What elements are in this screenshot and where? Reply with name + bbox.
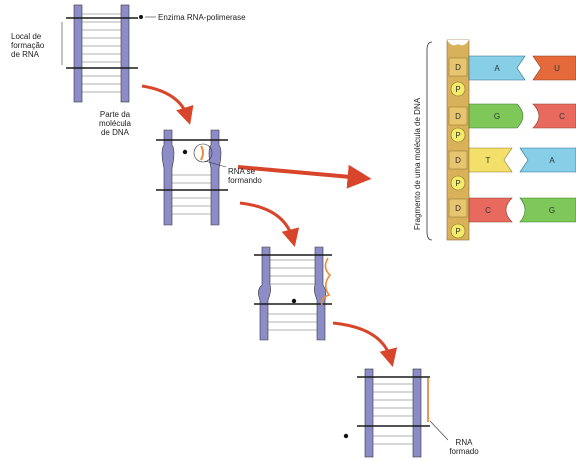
base-t (469, 148, 512, 172)
dna-strand-left (162, 130, 174, 225)
rna-polymerase-dot (139, 15, 143, 19)
backbone-phosphate: P (451, 176, 465, 190)
backbone-sugar: D (449, 151, 467, 169)
svg-text:P: P (455, 179, 460, 188)
svg-text:U: U (554, 64, 560, 73)
dna-strand-right (413, 369, 421, 457)
svg-text:A: A (494, 64, 500, 73)
rna-strand (201, 146, 203, 160)
base-pair-3: T A (469, 148, 576, 172)
dna-part-label-line: Parte da (85, 110, 145, 119)
base-c (533, 104, 576, 128)
dna-segment-4 (344, 369, 448, 457)
rna-formed-label: RNA formado (444, 438, 484, 456)
fragment-label: Fragmento de uma molécula de DNA (413, 98, 422, 230)
dna-fragment: D P D P D P D P (427, 40, 576, 240)
rna-polymerase-dot (292, 299, 296, 303)
dna-strand-left (365, 369, 373, 457)
svg-text:P: P (455, 227, 460, 236)
dna-part-label: Parte da molécula de DNA (85, 110, 145, 137)
rna-site-label: Local de formação de RNA (11, 32, 44, 59)
svg-text:D: D (455, 112, 461, 121)
dna-segment-3 (254, 247, 332, 340)
backbone-phosphate: P (451, 82, 465, 96)
rna-site-label-line: Local de (11, 32, 44, 41)
rna-forming-label-line: formando (228, 176, 262, 185)
dna-strand-left (74, 5, 82, 102)
flow-arrow (240, 203, 293, 240)
dna-strand-left (258, 247, 270, 340)
dna-part-label-line: de DNA (85, 128, 145, 137)
svg-text:C: C (485, 206, 491, 215)
enzyme-label: Enzima RNA-polimerase (158, 13, 246, 22)
rna-polymerase-dot (183, 150, 187, 154)
svg-text:D: D (455, 156, 461, 165)
base-pair-4: C G (469, 198, 576, 222)
svg-text:P: P (455, 131, 460, 140)
svg-text:D: D (455, 204, 461, 213)
dna-part-label-line: molécula (85, 119, 145, 128)
rna-formed-label-line: formado (444, 447, 484, 456)
backbone-sugar: D (449, 58, 467, 76)
flow-arrow (142, 86, 188, 118)
base-pair-2: G C (469, 104, 576, 128)
flow-arrow (333, 323, 391, 360)
dna-strand-right (314, 247, 325, 340)
rna-site-label-line: de RNA (11, 50, 44, 59)
dna-strand-right (209, 130, 221, 225)
svg-text:P: P (455, 85, 460, 94)
backbone-sugar: D (449, 199, 467, 217)
rna-forming-label-line: RNA se (228, 167, 262, 176)
rna-polymerase-dot (344, 434, 348, 438)
svg-text:T: T (486, 156, 491, 165)
svg-text:C: C (559, 112, 565, 121)
svg-text:D: D (455, 63, 461, 72)
base-pair-1: A U (469, 56, 576, 80)
dna-strand-right (121, 5, 129, 102)
rna-site-label-line: formação (11, 41, 44, 50)
svg-text:G: G (549, 206, 555, 215)
backbone-sugar: D (449, 107, 467, 125)
rna-formed-label-line: RNA (444, 438, 484, 447)
backbone-phosphate: P (451, 128, 465, 142)
backbone-phosphate: P (451, 224, 465, 238)
dna-segment-2 (156, 130, 228, 225)
base-a (520, 148, 576, 172)
svg-text:G: G (494, 112, 500, 121)
rna-forming-label: RNA se formando (228, 167, 262, 185)
svg-text:A: A (549, 156, 555, 165)
